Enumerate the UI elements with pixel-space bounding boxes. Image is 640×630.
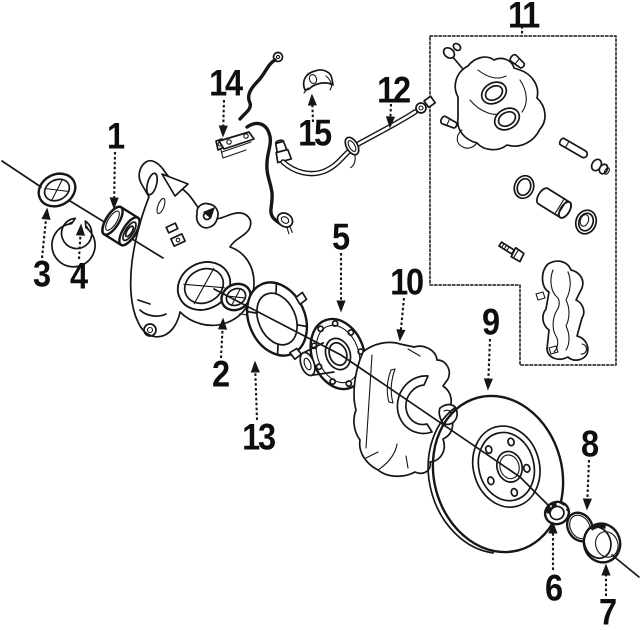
bleeder-screw (509, 53, 526, 69)
pin-boot (590, 158, 610, 175)
callout-label-12[interactable]: 12 (377, 69, 411, 111)
callout-label-10[interactable]: 10 (390, 261, 424, 303)
caliper-guide-pin (558, 137, 589, 159)
wheel-bearing (101, 205, 141, 247)
callout-label-3[interactable]: 3 (33, 253, 51, 295)
callout-label-14[interactable]: 14 (209, 62, 243, 104)
banjo-bolt (498, 241, 525, 263)
snap-ring (51, 217, 96, 268)
callout-label-15[interactable]: 15 (298, 112, 332, 154)
callout-label-8[interactable]: 8 (581, 423, 599, 465)
callout-label-13[interactable]: 13 (242, 416, 276, 458)
callout-label-11[interactable]: 11 (507, 0, 540, 36)
callout-label-2[interactable]: 2 (212, 353, 230, 395)
callout-label-5[interactable]: 5 (332, 216, 350, 258)
hose-grommet (344, 136, 360, 169)
callout-label-1[interactable]: 1 (107, 115, 125, 157)
sensor-bracket (215, 131, 255, 159)
caliper-bracket (535, 260, 589, 361)
caliper-piston (536, 187, 572, 219)
callout-label-4[interactable]: 4 (70, 255, 88, 297)
callout-label-9[interactable]: 9 (482, 301, 500, 343)
spindle-nut (543, 500, 571, 526)
bleeder-screw (440, 115, 458, 129)
piston-seal (513, 174, 535, 200)
tone-ring-dust-cover (239, 281, 309, 361)
callout-label-7[interactable]: 7 (599, 591, 617, 630)
callout-label-6[interactable]: 6 (545, 567, 563, 609)
brake-caliper (442, 42, 546, 151)
piston-dust-boot (574, 209, 598, 235)
caliper-box (429, 35, 617, 366)
brake-hose (274, 95, 437, 177)
abs-sensor-wire (215, 51, 294, 235)
grease-cap (582, 522, 622, 564)
oil-seal (37, 172, 77, 208)
clip (302, 69, 334, 94)
wheel-hub (299, 317, 367, 391)
leader-lines-over (1, 160, 640, 578)
